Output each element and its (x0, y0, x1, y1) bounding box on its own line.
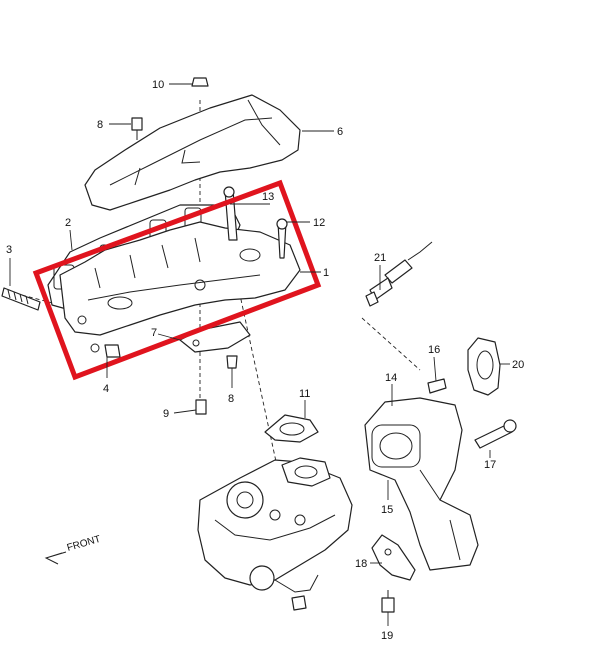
highlight-box (32, 179, 322, 381)
callout-16: 16 (428, 344, 440, 356)
callout-15: 15 (381, 504, 393, 516)
fasteners (1, 77, 517, 613)
turbocharger (197, 457, 353, 611)
front-label: FRONT (66, 534, 102, 554)
callout-3: 3 (6, 244, 12, 256)
callout-10: 10 (152, 79, 164, 91)
callout-19: 19 (381, 630, 393, 642)
support-bracket (371, 534, 416, 581)
front-direction-indicator: FRONT (44, 534, 102, 565)
callout-4: 4 (103, 383, 109, 395)
callout-17: 17 (484, 459, 496, 471)
callout-12: 12 (313, 217, 325, 229)
outlet-gasket (467, 337, 501, 396)
callout-6: 6 (337, 126, 343, 138)
callout-9: 9 (163, 408, 169, 420)
callout-20: 20 (512, 359, 524, 371)
heat-shield (84, 94, 301, 211)
exhaust-outlet-elbow (364, 397, 479, 571)
callout-8-upper: 8 (97, 119, 103, 131)
callout-18: 18 (355, 558, 367, 570)
callout-8-lower: 8 (228, 393, 234, 405)
callout-2: 2 (65, 217, 71, 229)
callout-1: 1 (323, 267, 329, 279)
turbo-inlet-gasket (264, 414, 319, 443)
callout-leaders (9, 83, 510, 626)
callout-numbers: 10 8 6 13 12 2 1 3 7 4 8 9 11 21 16 20 1… (6, 79, 524, 642)
callout-7: 7 (151, 327, 157, 339)
exhaust-manifold (59, 221, 301, 336)
callout-13: 13 (262, 191, 274, 203)
front-arrow-icon (44, 551, 67, 565)
callout-14: 14 (385, 372, 397, 384)
callout-21: 21 (374, 252, 386, 264)
callout-11: 11 (299, 388, 310, 400)
oxygen-sensor (365, 241, 433, 307)
